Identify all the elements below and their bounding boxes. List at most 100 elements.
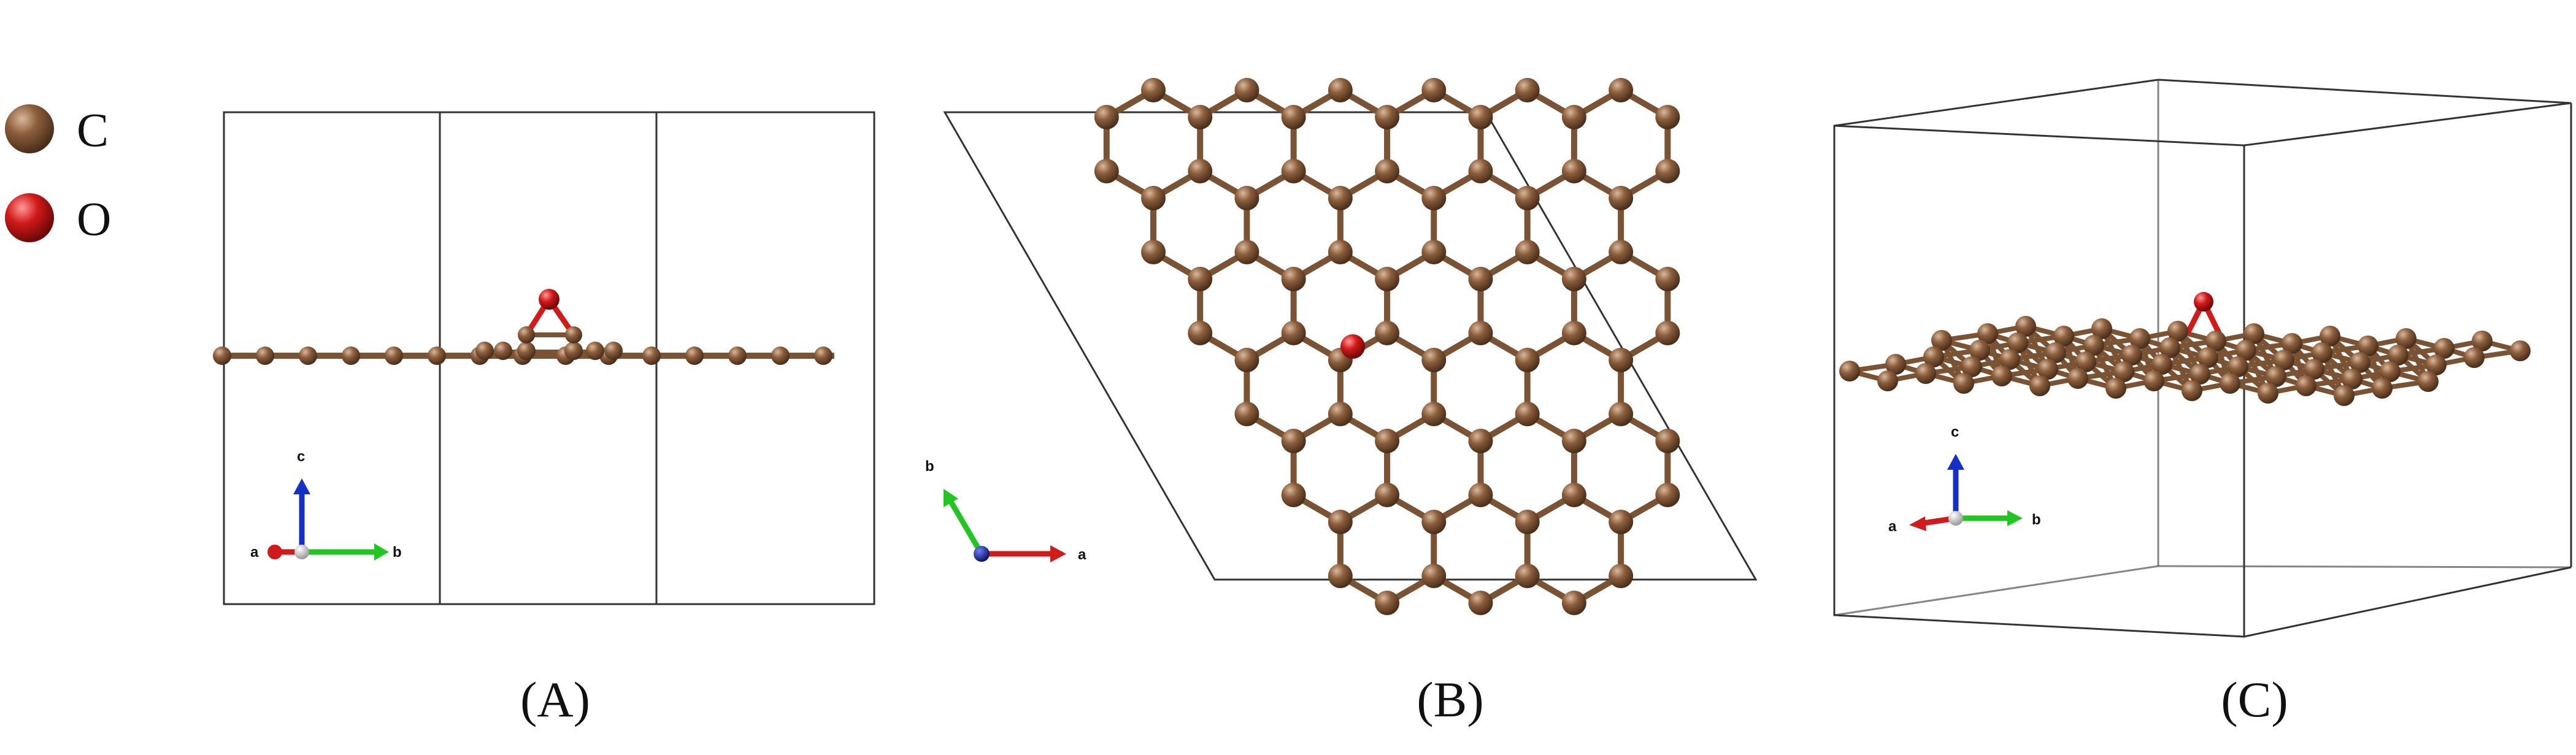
carbon-atom — [1931, 330, 1952, 351]
carbon-atom — [1609, 240, 1634, 264]
carbon-atom — [1609, 510, 1634, 534]
carbon-atom — [2464, 347, 2485, 368]
carbon-atom — [1969, 340, 1990, 361]
carbon-atom — [2190, 364, 2210, 385]
carbon-atom — [2083, 335, 2104, 356]
carbon-atom — [494, 342, 512, 360]
carbon-atom — [1375, 105, 1400, 129]
panel-a: b c a (A) — [213, 111, 875, 727]
carbon-atom — [1375, 429, 1400, 453]
carbon-atom — [342, 347, 360, 365]
carbon-atom — [1515, 348, 1540, 372]
carbon-atom — [1561, 591, 1586, 615]
carbon-atom — [1915, 363, 1936, 384]
legend-item-oxygen: O — [5, 192, 111, 245]
carbon-atom — [2396, 328, 2416, 349]
carbon-atom — [814, 347, 832, 365]
carbon-atom — [2029, 375, 2050, 396]
panel-label-c: (C) — [2221, 672, 2288, 727]
carbon-atom — [2388, 345, 2409, 366]
carbon-atom — [1468, 429, 1493, 453]
carbon-atom — [2434, 338, 2455, 359]
carbon-atom — [2205, 331, 2226, 351]
carbon-atom — [2105, 378, 2126, 399]
carbon-atom — [1885, 354, 1906, 375]
carbon-atom — [299, 347, 317, 365]
carbon-atom — [2007, 332, 2028, 353]
carbon-atom — [2220, 373, 2240, 394]
carbon-atom — [1234, 240, 1259, 264]
carbon-atom — [213, 347, 231, 365]
carbon-atom — [1468, 105, 1493, 129]
carbon-atom — [2380, 361, 2401, 382]
carbon-atom — [1561, 105, 1586, 129]
carbon-atom — [1515, 564, 1540, 588]
legend: C O — [5, 103, 111, 245]
axis-label-b: b — [393, 544, 402, 561]
carbon-atom — [517, 342, 536, 360]
carbon-atom — [1281, 483, 1306, 507]
carbon-atom — [1515, 402, 1540, 426]
carbon-atom — [565, 326, 582, 343]
carbon-atom — [1421, 78, 1447, 102]
axis-label-c: c — [1951, 424, 1959, 440]
carbon-atom — [1188, 321, 1213, 345]
carbon-atom — [256, 347, 274, 365]
axis-label-b: b — [925, 458, 934, 475]
carbon-atom — [2053, 326, 2074, 347]
carbon-atom — [1655, 429, 1680, 453]
oxygen-atom — [539, 289, 559, 310]
carbon-atom — [1655, 483, 1680, 507]
carbon-atom — [685, 347, 704, 365]
carbon-atom — [2182, 380, 2202, 401]
carbon-atom — [1141, 186, 1166, 210]
carbon-atom — [1561, 159, 1586, 183]
panel-b: a b (B) — [925, 78, 1758, 727]
carbon-atom — [1375, 483, 1400, 507]
carbon-atom — [2426, 355, 2447, 375]
axis-triad-b: a b — [925, 458, 1086, 563]
legend-item-carbon: C — [5, 103, 109, 156]
carbon-atom — [2236, 340, 2256, 361]
carbon-atom — [2334, 385, 2355, 406]
carbon-atom — [1234, 402, 1259, 426]
carbon-atom — [475, 342, 494, 360]
carbon-atom — [1328, 510, 1353, 534]
carbon-atom — [1609, 402, 1634, 426]
carbon-atom — [1468, 591, 1493, 615]
carbon-atom — [2296, 375, 2316, 396]
oxygen-atom — [2194, 292, 2213, 312]
carbon-atom — [1561, 429, 1586, 453]
carbon-atom — [1468, 321, 1493, 345]
carbon-atom — [1655, 267, 1680, 291]
carbon-atom — [1094, 159, 1119, 183]
carbon-atom — [1234, 186, 1259, 210]
carbon-atom — [1655, 105, 1680, 129]
carbon-atom — [1234, 348, 1259, 372]
carbon-atom — [2342, 369, 2363, 389]
axis-label-a: a — [250, 544, 259, 561]
carbon-atom — [1515, 186, 1540, 210]
carbon-atom — [1561, 267, 1586, 291]
axis-label-c: c — [297, 448, 305, 465]
axis-label-a: a — [1078, 546, 1086, 563]
carbon-atom — [2350, 352, 2370, 373]
carbon-atom — [1923, 347, 1944, 367]
carbon-atom — [2418, 371, 2439, 392]
carbon-atom — [2167, 321, 2188, 342]
panel-label-b: (B) — [1417, 672, 1483, 727]
carbon-atom — [1188, 267, 1213, 291]
carbon-atom — [1877, 370, 1898, 391]
carbon-atom — [1328, 564, 1353, 588]
carbon-atom — [604, 342, 623, 360]
carbon-atom — [1468, 483, 1493, 507]
carbon-atom — [2243, 323, 2264, 344]
carbon-atom — [1421, 564, 1447, 588]
carbon-atom — [564, 342, 583, 360]
carbon-atom — [2075, 351, 2096, 372]
carbon-atom — [1141, 240, 1166, 264]
carbon-atom — [1375, 591, 1400, 615]
carbon-atom — [1421, 510, 1447, 534]
carbon-atom — [2197, 347, 2218, 368]
carbon-atom — [2258, 383, 2278, 404]
